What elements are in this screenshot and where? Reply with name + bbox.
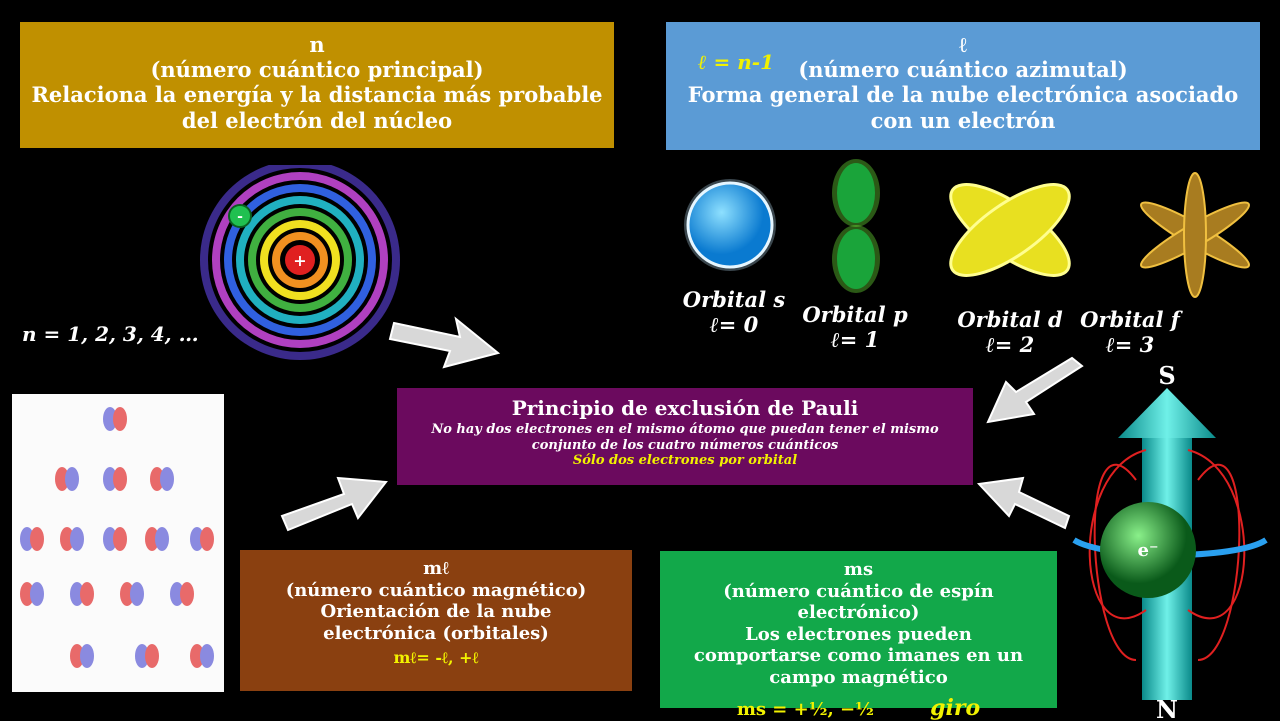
orbital-s-label: Orbital s ℓ= 0: [680, 287, 788, 338]
ml-formula: mℓ= -ℓ, +ℓ: [393, 648, 479, 668]
orbital-orientation-glyph: [70, 582, 94, 606]
orbital-f-label: Orbital f ℓ= 3: [1075, 307, 1185, 358]
s-orbital-icon: [684, 179, 776, 271]
l-formula: ℓ = n-1: [698, 50, 774, 74]
p-orbital-icon: [832, 159, 880, 293]
spin-quantum-number-box: ms (número cuántico de espín electrónico…: [660, 551, 1057, 721]
orbital-d-label: Orbital d ℓ= 2: [955, 307, 1065, 358]
n-name: (número cuántico principal): [150, 57, 484, 83]
n-values: n = 1, 2, 3, 4, …: [22, 322, 199, 346]
orbital-s-value: ℓ= 0: [709, 312, 759, 337]
principal-quantum-number-box: n (número cuántico principal) Relaciona …: [20, 22, 614, 148]
pauli-description: No hay dos electrones en el mismo átomo …: [431, 422, 939, 453]
orbital-orientation-glyph: [103, 407, 127, 431]
orbital-d-value: ℓ= 2: [985, 332, 1035, 357]
orbital-orientation-glyph: [20, 527, 44, 551]
orbital-orientation-glyph: [70, 644, 94, 668]
n-symbol: n: [309, 32, 325, 57]
pauli-exclusion-box: Principio de exclusión de Pauli No hay d…: [397, 388, 973, 485]
ml-symbol: mℓ: [423, 558, 449, 579]
orbital-orientation-glyph: [120, 582, 144, 606]
n-description: Relaciona la energía y la distancia más …: [31, 82, 603, 133]
orbital-f-name: Orbital f: [1080, 307, 1180, 332]
spin-electron-label: e⁻: [1138, 540, 1159, 561]
ml-description: Orientación de la nube electrónica (orbi…: [320, 601, 552, 644]
pauli-note: Sólo dos electrones por orbital: [572, 453, 798, 469]
bohr-atom-diagram: + -: [200, 165, 400, 360]
pauli-title: Principio de exclusión de Pauli: [511, 396, 859, 420]
d-orbital-icon: [949, 183, 1071, 277]
arrow-up-left-icon: [976, 476, 1071, 530]
orbital-orientations-panel: [12, 394, 224, 692]
ms-description: Los electrones pueden comportarse como i…: [693, 623, 1024, 688]
ms-spin-word: giro: [930, 694, 981, 721]
orbital-orientation-glyph: [170, 582, 194, 606]
orbital-orientation-glyph: [190, 527, 214, 551]
orbital-orientation-glyph: [103, 467, 127, 491]
arrow-right-icon: [388, 316, 501, 369]
ml-name: (número cuántico magnético): [285, 579, 587, 601]
orbital-orientation-glyph: [55, 467, 79, 491]
orbital-orientation-glyph: [150, 467, 174, 491]
arrow-up-right-icon: [280, 476, 388, 532]
orbital-s-name: Orbital s: [682, 287, 786, 312]
electron-spin-magnet-diagram: e⁻ S N: [1072, 361, 1268, 720]
l-name: (número cuántico azimutal): [798, 57, 1128, 83]
l-description: Forma general de la nube electrónica aso…: [687, 82, 1239, 133]
orbital-orientation-glyph: [60, 527, 84, 551]
magnetic-quantum-number-box: mℓ (número cuántico magnético) Orientaci…: [240, 550, 632, 691]
azimuthal-quantum-number-box: ℓ = n-1 ℓ (número cuántico azimutal) For…: [666, 22, 1260, 150]
ms-name: (número cuántico de espín electrónico): [723, 580, 994, 624]
f-orbital-icon: [1140, 172, 1250, 298]
ms-formula: ms = +½, −½: [736, 698, 874, 720]
orbital-orientation-glyph: [190, 644, 214, 668]
orbital-p-label: Orbital p ℓ= 1: [800, 302, 910, 353]
orbital-orientation-glyph: [145, 527, 169, 551]
orbital-p-value: ℓ= 1: [830, 327, 880, 352]
arrow-down-left-icon: [986, 356, 1084, 424]
orbital-p-name: Orbital p: [802, 302, 908, 327]
l-symbol: ℓ: [959, 32, 967, 57]
orbital-orientation-glyph: [135, 644, 159, 668]
ms-symbol: ms: [843, 559, 874, 580]
nucleus-label: +: [293, 251, 306, 270]
orbital-orientation-glyph: [20, 582, 44, 606]
orbital-d-name: Orbital d: [957, 307, 1063, 332]
north-pole-label: N: [1156, 695, 1178, 720]
south-pole-label: S: [1158, 361, 1175, 390]
orbital-f-value: ℓ= 3: [1105, 332, 1155, 357]
orbital-orientation-glyph: [103, 527, 127, 551]
electron-label: -: [237, 209, 243, 225]
